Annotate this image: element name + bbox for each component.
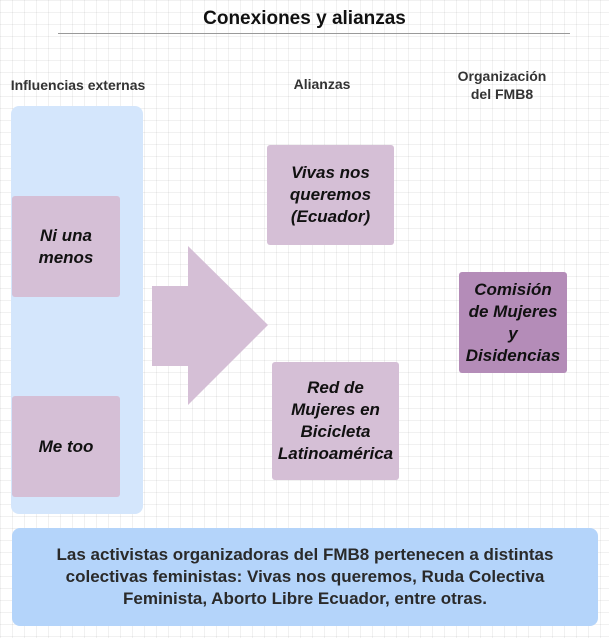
column-header-alliances: Alianzas <box>293 76 351 92</box>
diagram-title: Conexiones y alianzas <box>203 8 406 29</box>
summary-text: Las activistas organizadoras del FMB8 pe… <box>56 545 554 608</box>
node-red-mujeres-bicicleta-label: Red de Mujeres en Bicicleta Latinoaméric… <box>277 378 394 463</box>
column-header-external: Influencias externas <box>10 77 146 93</box>
node-vivas-nos-queremos: Vivas nos queremos (Ecuador) <box>267 145 394 245</box>
node-me-too: Me too <box>12 396 120 497</box>
node-ni-una-menos: Ni una menos <box>12 196 120 297</box>
summary-note: Las activistas organizadoras del FMB8 pe… <box>12 528 598 626</box>
column-header-organization-line2: del FMB8 <box>470 86 534 102</box>
node-me-too-label: Me too <box>38 436 94 456</box>
node-vivas-nos-queremos-label: Vivas nos queremos (Ecuador) <box>289 163 372 226</box>
node-comision-label: Comisión de Mujeres y Disidencias <box>465 279 561 365</box>
column-header-organization: Organización del FMB8 <box>440 67 564 103</box>
node-ni-una-menos-label: Ni una menos <box>38 225 94 267</box>
arrow-shape <box>152 246 268 405</box>
column-header-organization-line1: Organización <box>457 68 547 84</box>
title-divider <box>58 33 570 34</box>
right-block-arrow-icon <box>152 246 268 405</box>
node-comision-mujeres-disidencias: Comisión de Mujeres y Disidencias <box>459 272 567 373</box>
node-red-mujeres-bicicleta: Red de Mujeres en Bicicleta Latinoaméric… <box>272 362 399 480</box>
